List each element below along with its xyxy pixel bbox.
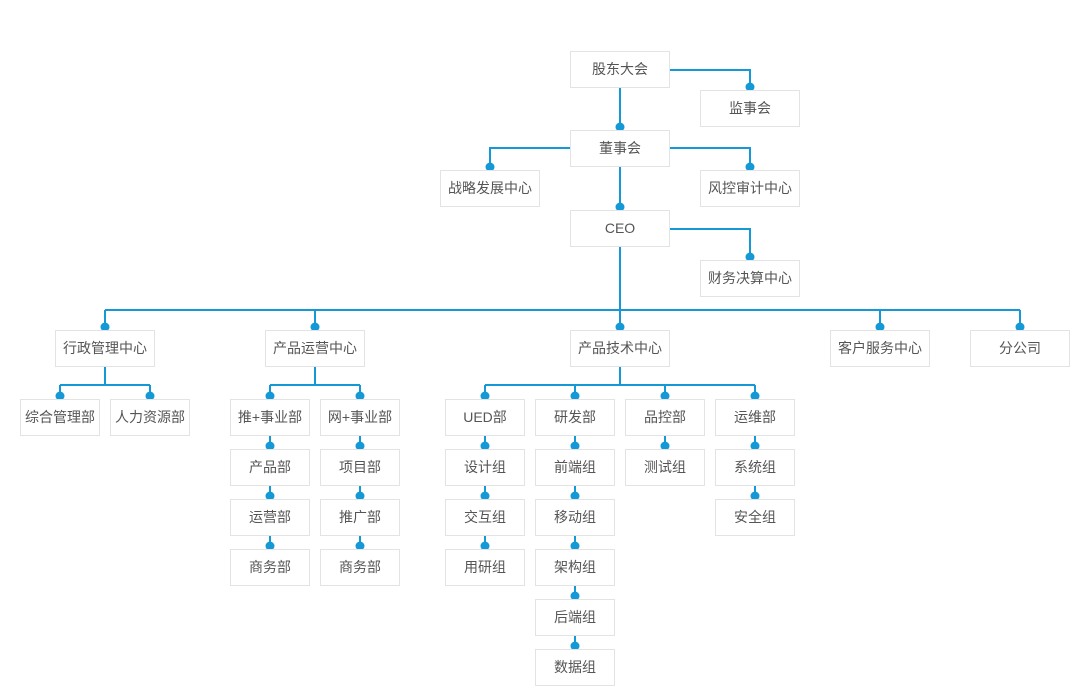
connector-dot <box>750 391 760 401</box>
connector-dot <box>745 162 755 172</box>
connector-dot <box>570 591 580 601</box>
connector-dot <box>615 202 625 212</box>
connector-dot <box>480 491 490 501</box>
connector-dot <box>615 322 625 332</box>
connector-dot <box>570 541 580 551</box>
org-node-financial-settlement-center: 财务决算中心 <box>700 260 800 297</box>
org-node-project-dept: 项目部 <box>320 449 400 486</box>
org-node-supervisory-board: 监事会 <box>700 90 800 127</box>
connector-dot <box>615 122 625 132</box>
connector-dot <box>745 252 755 262</box>
connector-dot <box>355 391 365 401</box>
org-node-backend-group: 后端组 <box>535 599 615 636</box>
org-node-system-group: 系统组 <box>715 449 795 486</box>
org-node-customer-service-center: 客户服务中心 <box>830 330 930 367</box>
org-node-administration-center: 行政管理中心 <box>55 330 155 367</box>
org-node-product-technology-center: 产品技术中心 <box>570 330 670 367</box>
org-node-branch-company: 分公司 <box>970 330 1070 367</box>
org-node-business-dept-tui: 商务部 <box>230 549 310 586</box>
org-node-ceo: CEO <box>570 210 670 247</box>
connector-dot <box>750 491 760 501</box>
connector-dot <box>355 491 365 501</box>
org-node-data-group: 数据组 <box>535 649 615 686</box>
connector-dot <box>265 541 275 551</box>
org-node-test-group: 测试组 <box>625 449 705 486</box>
connector-dot <box>570 391 580 401</box>
org-node-wang-plus-business-dept: 网+事业部 <box>320 399 400 436</box>
connector-dot <box>100 322 110 332</box>
org-node-promotion-dept: 推广部 <box>320 499 400 536</box>
org-node-rnd-dept: 研发部 <box>535 399 615 436</box>
connector-dot <box>875 322 885 332</box>
org-node-strategy-development-center: 战略发展中心 <box>440 170 540 207</box>
org-node-operations-maintenance-dept: 运维部 <box>715 399 795 436</box>
org-node-quality-control-dept: 品控部 <box>625 399 705 436</box>
connector-dot <box>660 441 670 451</box>
org-node-operation-dept: 运营部 <box>230 499 310 536</box>
connector-dot <box>265 491 275 501</box>
org-node-security-group: 安全组 <box>715 499 795 536</box>
org-node-architecture-group: 架构组 <box>535 549 615 586</box>
connector-dot <box>480 391 490 401</box>
org-node-product-dept: 产品部 <box>230 449 310 486</box>
connector-dot <box>570 641 580 651</box>
connector-dot <box>570 441 580 451</box>
connector-dot <box>265 391 275 401</box>
connector-dot <box>265 441 275 451</box>
org-node-mobile-group: 移动组 <box>535 499 615 536</box>
org-node-frontend-group: 前端组 <box>535 449 615 486</box>
org-node-tui-plus-business-dept: 推+事业部 <box>230 399 310 436</box>
connector-dot <box>1015 322 1025 332</box>
connector-dot <box>355 541 365 551</box>
org-node-risk-control-audit-center: 风控审计中心 <box>700 170 800 207</box>
org-node-product-operation-center: 产品运营中心 <box>265 330 365 367</box>
org-node-board-of-directors: 董事会 <box>570 130 670 167</box>
org-node-general-management-dept: 综合管理部 <box>20 399 100 436</box>
org-node-user-research-group: 用研组 <box>445 549 525 586</box>
connector-dot <box>660 391 670 401</box>
org-node-interaction-group: 交互组 <box>445 499 525 536</box>
connector-dots <box>55 82 1025 651</box>
org-node-shareholders-meeting: 股东大会 <box>570 51 670 88</box>
org-node-ued-dept: UED部 <box>445 399 525 436</box>
org-node-business-dept-wang: 商务部 <box>320 549 400 586</box>
connector-dot <box>750 441 760 451</box>
connector-dot <box>310 322 320 332</box>
connector-dot <box>480 441 490 451</box>
org-node-design-group: 设计组 <box>445 449 525 486</box>
connector-dot <box>480 541 490 551</box>
connector-dot <box>55 391 65 401</box>
connector-dot <box>745 82 755 92</box>
connector-dot <box>355 441 365 451</box>
connector-dot <box>145 391 155 401</box>
connector-dot <box>570 491 580 501</box>
connector-dot <box>485 162 495 172</box>
org-node-human-resources-dept: 人力资源部 <box>110 399 190 436</box>
